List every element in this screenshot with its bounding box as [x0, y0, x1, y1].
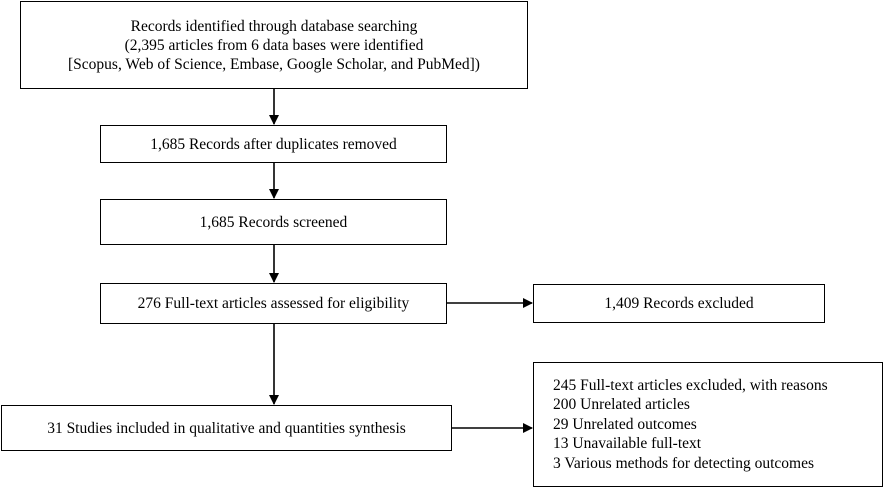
records-screened-box: 1,685 Records screened: [100, 199, 447, 245]
fulltext-excluded-line-1: 245 Full-text articles excluded, with re…: [553, 376, 828, 394]
fulltext-excluded-box: 245 Full-text articles excluded, with re…: [533, 362, 883, 487]
eligibility-text: 276 Full-text articles assessed for elig…: [137, 295, 410, 312]
duplicates-removed-text: 1,685 Records after duplicates removed: [150, 135, 397, 153]
eligibility-box: 276 Full-text articles assessed for elig…: [100, 283, 447, 324]
records-excluded-text: 1,409 Records excluded: [604, 295, 754, 312]
fulltext-excluded-line-2: 200 Unrelated articles: [553, 396, 690, 414]
fulltext-excluded-line-3: 29 Unrelated outcomes: [553, 415, 697, 433]
studies-included-text: 31 Studies included in qualitative and q…: [47, 419, 406, 437]
studies-included-box: 31 Studies included in qualitative and q…: [1, 405, 452, 451]
records-identified-box: Records identified through database sear…: [20, 1, 528, 89]
records-identified-line-1: Records identified through database sear…: [130, 17, 418, 35]
fulltext-excluded-line-5: 3 Various methods for detecting outcomes: [553, 454, 815, 472]
records-excluded-box: 1,409 Records excluded: [533, 284, 825, 323]
records-identified-line-2: (2,395 articles from 6 data bases were i…: [124, 36, 424, 54]
duplicates-removed-box: 1,685 Records after duplicates removed: [100, 125, 447, 163]
fulltext-excluded-line-4: 13 Unavailable full-text: [553, 435, 702, 453]
records-screened-text: 1,685 Records screened: [199, 213, 348, 231]
records-identified-line-3: [Scopus, Web of Science, Embase, Google …: [68, 55, 480, 73]
